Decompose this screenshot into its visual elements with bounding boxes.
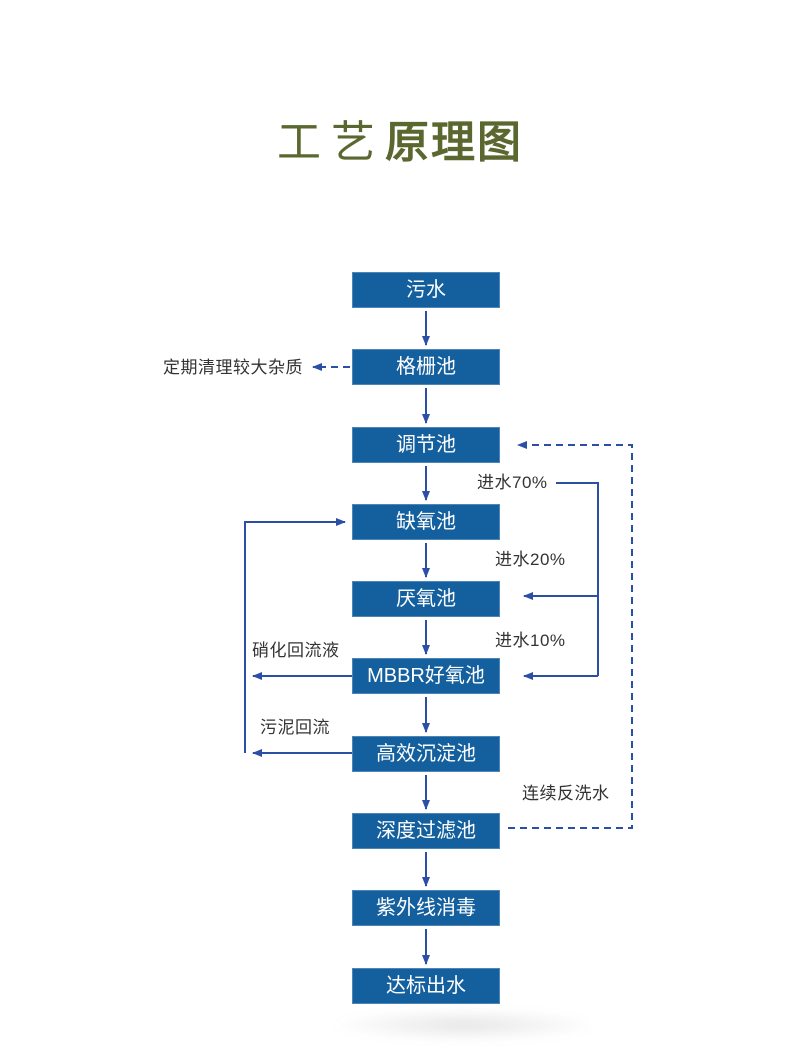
box-grid-pool: 格栅池 xyxy=(352,349,500,385)
box-mbbr-aerobic-pool: MBBR好氧池 xyxy=(352,658,500,694)
label-nitrification-return: 硝化回流液 xyxy=(252,641,340,660)
page-shadow-artifact xyxy=(330,1008,600,1042)
label-inflow-70: 进水70% xyxy=(477,473,548,492)
inflow-distribution-line xyxy=(556,482,599,676)
box-anaerobic-pool: 厌氧池 xyxy=(352,581,500,617)
page-title: 工艺原理图 xyxy=(0,118,800,169)
page-title-bold-part: 原理图 xyxy=(385,118,523,167)
label-inflow-10: 进水10% xyxy=(495,631,566,650)
box-uv-disinfection: 紫外线消毒 xyxy=(352,890,500,926)
label-backwash: 连续反洗水 xyxy=(522,784,610,803)
label-inflow-20: 进水20% xyxy=(495,550,566,569)
box-anoxic-pool: 缺氧池 xyxy=(352,504,500,540)
page-title-regular-part: 工艺 xyxy=(277,118,385,167)
label-sludge-return: 污泥回流 xyxy=(260,718,330,737)
backwash-dashed-return-line xyxy=(508,441,633,829)
box-deep-filtration-pool: 深度过滤池 xyxy=(352,813,500,849)
box-compliant-effluent: 达标出水 xyxy=(352,968,500,1004)
box-high-efficiency-sedimentation-pool: 高效沉淀池 xyxy=(352,736,500,772)
label-screening-note: 定期清理较大杂质 xyxy=(163,358,303,377)
recycle-riser-into-anoxic-pool xyxy=(244,518,346,753)
box-regulating-pool: 调节池 xyxy=(352,427,500,463)
box-sewage: 污水 xyxy=(352,272,500,308)
